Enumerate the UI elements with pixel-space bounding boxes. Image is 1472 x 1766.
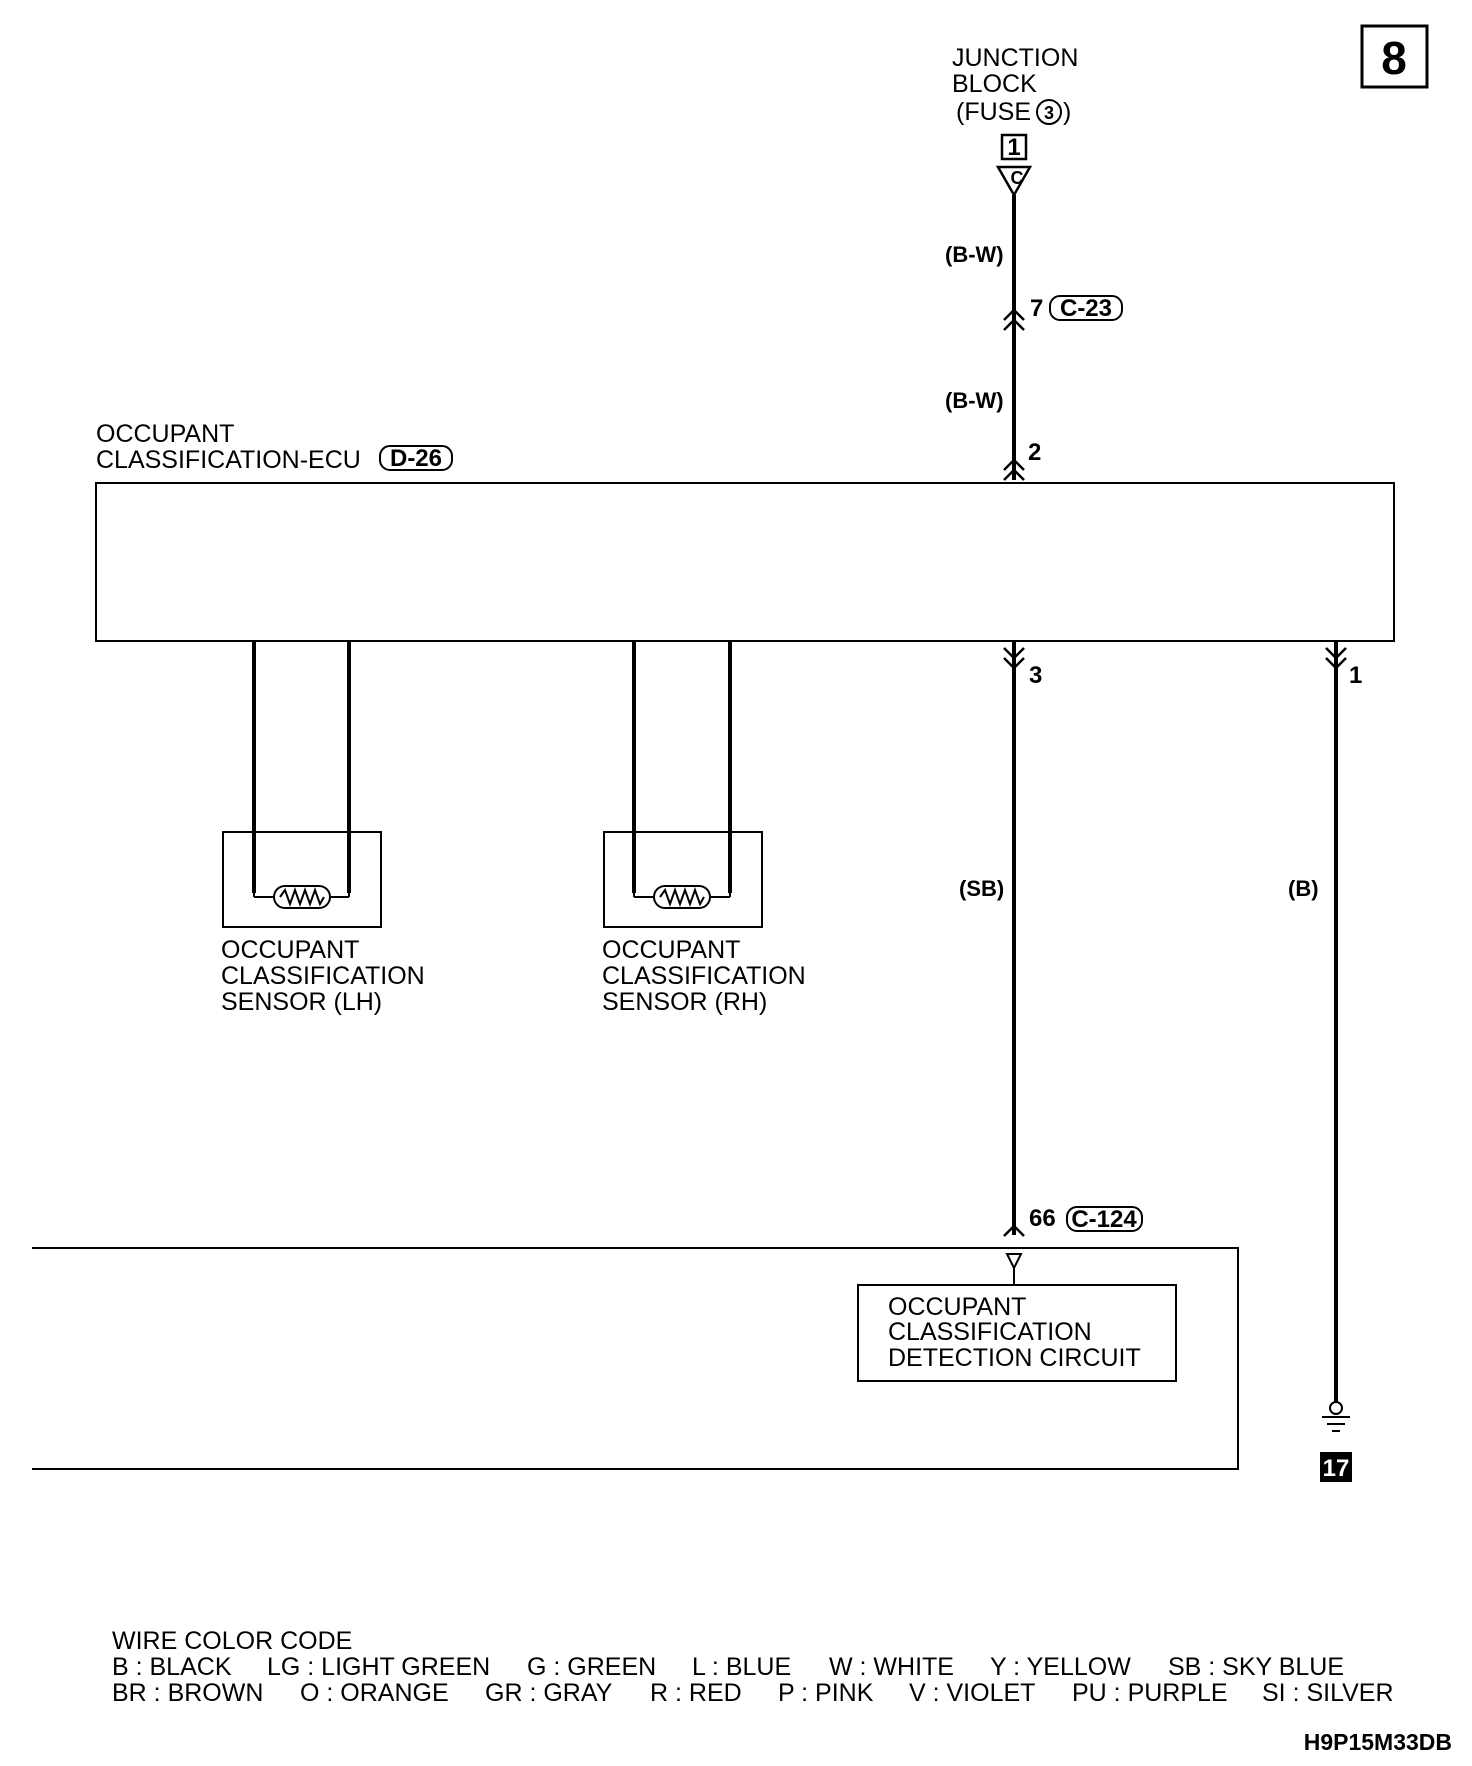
legend-g: G : GREEN	[527, 1653, 656, 1681]
fuse-number-circle	[1036, 99, 1062, 125]
ecu-connector: D-26	[390, 445, 442, 472]
wire-label-sb: (SB)	[959, 876, 1004, 901]
legend-gr: GR : GRAY	[485, 1679, 613, 1707]
ground-terminal	[1329, 1401, 1343, 1415]
sensor-rh-label-2: CLASSIFICATION	[602, 962, 806, 990]
fuse-number: 3	[1044, 103, 1054, 123]
ecu-connector-box	[379, 445, 453, 471]
detection-input-symbol	[1005, 1253, 1023, 1271]
sensor-lh-resistor-icon	[279, 887, 325, 907]
sensor-rh-resistor-icon	[659, 887, 705, 907]
ecu-pin-2: 2	[1028, 439, 1041, 466]
junction-connector-symbol	[995, 165, 1033, 198]
c124-label-box	[1066, 1206, 1143, 1232]
legend-w: W : WHITE	[829, 1653, 954, 1681]
ecu-pin-2-symbol	[1003, 458, 1025, 481]
detection-circuit-label-3: DETECTION CIRCUIT	[888, 1344, 1141, 1372]
wire-label-bw-upper: (B-W)	[945, 242, 1004, 267]
ecu-box	[95, 482, 1395, 642]
figure-code: H9P15M33DB	[1304, 1729, 1452, 1755]
lower-module-outline	[32, 1247, 1239, 1470]
sensor-lh-label-3: SENSOR (LH)	[221, 988, 382, 1016]
sensor-rh-label-1: OCCUPANT	[602, 936, 740, 964]
junction-block-label-4: )	[1063, 98, 1071, 126]
junction-terminal-box	[1000, 133, 1028, 161]
legend-p: P : PINK	[778, 1679, 874, 1707]
legend-sb: SB : SKY BLUE	[1168, 1653, 1344, 1681]
sensor-lh-label-2: CLASSIFICATION	[221, 962, 425, 990]
c23-label: C-23	[1060, 295, 1112, 322]
detection-circuit-label-2: CLASSIFICATION	[888, 1318, 1092, 1346]
c23-label-box	[1049, 295, 1123, 321]
c23-pin: 7	[1030, 295, 1043, 322]
c124-pin: 66	[1029, 1205, 1056, 1232]
junction-terminal-number: 1	[1007, 134, 1020, 161]
legend-b: B : BLACK	[112, 1653, 232, 1681]
legend-o: O : ORANGE	[300, 1679, 449, 1707]
sensor-rh-label-3: SENSOR (RH)	[602, 988, 767, 1016]
legend-l: L : BLUE	[692, 1653, 791, 1681]
ground-number: 17	[1323, 1455, 1350, 1482]
detection-circuit-label-1: OCCUPANT	[888, 1293, 1026, 1321]
c124-connector-symbol	[1003, 1224, 1025, 1237]
detection-circuit-box	[857, 1284, 1177, 1382]
sensor-rh-box	[603, 831, 763, 928]
legend-y: Y : YELLOW	[990, 1653, 1131, 1681]
junction-block-label-1: JUNCTION	[952, 44, 1078, 72]
legend-v: V : VIOLET	[909, 1679, 1035, 1707]
wire-label-bw-lower: (B-W)	[945, 388, 1004, 413]
ecu-label-2: CLASSIFICATION-ECU	[96, 446, 361, 474]
junction-connector-letter: C	[1011, 168, 1024, 188]
ground-number-box	[1320, 1452, 1352, 1482]
sensor-lh-label-1: OCCUPANT	[221, 936, 359, 964]
legend-r: R : RED	[650, 1679, 742, 1707]
legend-br: BR : BROWN	[112, 1679, 263, 1707]
legend-si: SI : SILVER	[1262, 1679, 1394, 1707]
page-number-box	[1360, 24, 1429, 89]
sensor-lh-box	[222, 831, 382, 928]
ecu-label-1: OCCUPANT	[96, 420, 234, 448]
legend-lg: LG : LIGHT GREEN	[267, 1653, 490, 1681]
page-number: 8	[1381, 32, 1407, 84]
legend-pu: PU : PURPLE	[1072, 1679, 1228, 1707]
c124-label: C-124	[1071, 1206, 1137, 1233]
sensor-lh-resistor-capsule	[273, 885, 331, 909]
ecu-pin-3: 3	[1029, 662, 1042, 689]
legend-title: WIRE COLOR CODE	[112, 1627, 352, 1655]
wire-label-b: (B)	[1288, 876, 1319, 901]
sensor-rh-resistor-capsule	[653, 885, 711, 909]
junction-block-label-3: (FUSE	[956, 98, 1031, 126]
junction-block-label-2: BLOCK	[952, 70, 1037, 98]
ecu-pin-1: 1	[1349, 662, 1362, 689]
